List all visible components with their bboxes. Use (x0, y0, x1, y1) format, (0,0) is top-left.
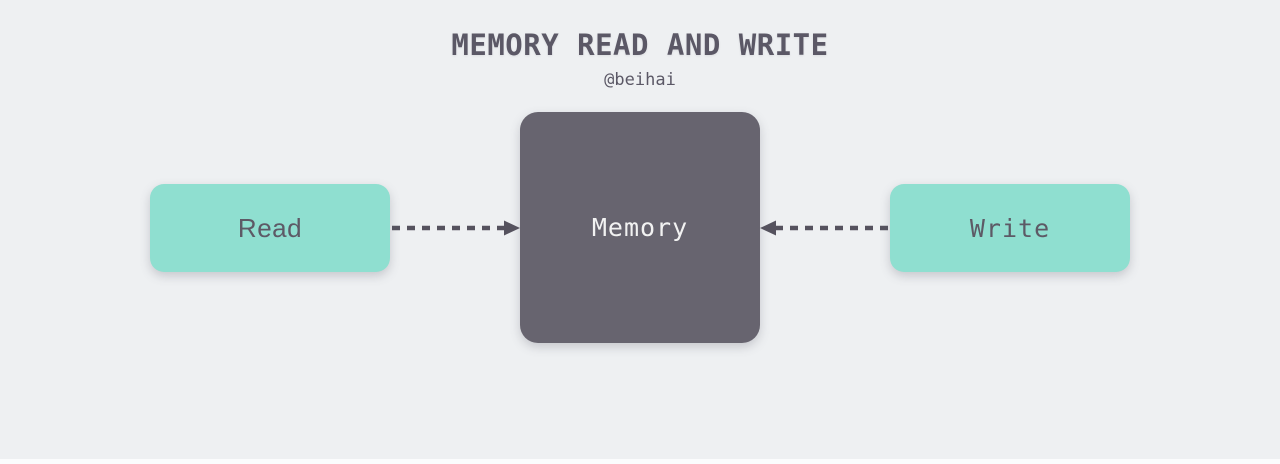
node-read: Read (150, 184, 390, 272)
node-write: Write (890, 184, 1130, 272)
header: MEMORY READ AND WRITE @beihai (0, 0, 1280, 90)
node-memory-label: Memory (591, 213, 689, 242)
node-memory: Memory (520, 112, 760, 343)
page-title: MEMORY READ AND WRITE (451, 28, 829, 62)
canvas-bottom-edge (0, 459, 1280, 464)
author-handle: @beihai (604, 70, 676, 90)
node-read-label: Read (237, 212, 303, 243)
write-to-memory-arrow (760, 220, 888, 236)
node-write-label: Write (969, 213, 1051, 243)
read-to-memory-arrow (392, 220, 520, 236)
